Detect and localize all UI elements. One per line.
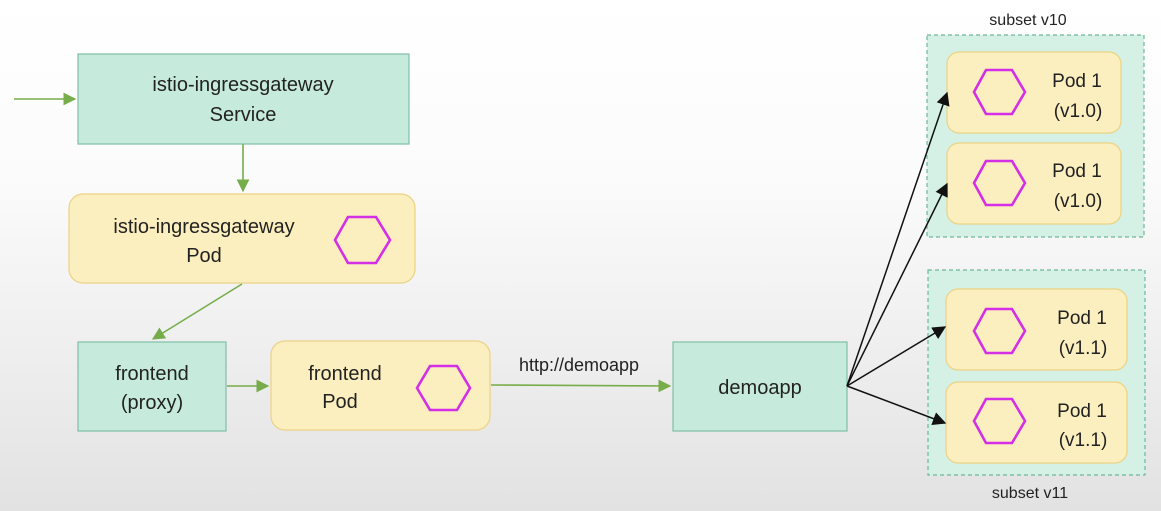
gateway-service-box — [77, 53, 410, 145]
edge-frontend-pod-to-demoapp — [490, 379, 672, 393]
gateway-pod-node: istio-ingressgateway Pod — [68, 193, 416, 284]
gateway-pod-line1: istio-ingressgateway — [113, 216, 294, 238]
pod-v11-1: Pod 1 (v1.1) — [945, 288, 1128, 371]
gateway-service-line1: istio-ingressgateway — [152, 74, 333, 96]
pod-v11-1-version: (v1.1) — [1059, 338, 1108, 359]
pod-v10-2-name: Pod 1 — [1052, 161, 1102, 182]
hexagon-icon — [972, 68, 1027, 116]
demoapp-box — [672, 341, 848, 432]
subset-v10-title: subset v10 — [989, 12, 1066, 29]
frontend-proxy-node: frontend (proxy) — [77, 341, 227, 432]
frontend-proxy-line1: frontend — [115, 363, 188, 385]
pod-v10-2: Pod 1 (v1.0) — [946, 142, 1122, 225]
hexagon-icon — [972, 307, 1027, 355]
pod-v10-1-name: Pod 1 — [1052, 71, 1102, 92]
hexagon-icon — [333, 215, 392, 265]
pod-v10-2-version: (v1.0) — [1054, 191, 1103, 212]
edge-demoapp-to-pod-v10-1 — [846, 91, 950, 387]
demoapp-node: demoapp — [672, 341, 848, 432]
pod-v11-2-name: Pod 1 — [1057, 401, 1107, 422]
gateway-service-node: istio-ingressgateway Service — [77, 53, 410, 145]
hexagon-icon — [972, 159, 1027, 207]
demoapp-label: demoapp — [718, 377, 801, 399]
frontend-proxy-box — [77, 341, 227, 432]
subset-v10-group: subset v10 Pod 1 (v1.0) Pod 1 (v1.0) — [926, 12, 1145, 238]
subset-v11-title: subset v11 — [992, 485, 1068, 502]
pod-v10-1-version: (v1.0) — [1054, 101, 1103, 122]
frontend-pod-line2: Pod — [322, 391, 358, 413]
subset-v11-group: subset v11 Pod 1 (v1.1) Pod 1 (v1.1) — [927, 269, 1146, 502]
edge-demoapp-to-pod-v11-1 — [846, 326, 947, 387]
pod-v11-1-name: Pod 1 — [1057, 308, 1107, 329]
pod-v11-2: Pod 1 (v1.1) — [945, 381, 1128, 464]
hexagon-icon — [972, 397, 1027, 445]
edge-label-http-demoapp: http://demoapp — [519, 355, 639, 375]
gateway-pod-box — [68, 193, 416, 284]
frontend-proxy-line2: (proxy) — [121, 392, 183, 414]
edge-gateway-pod-to-frontend — [151, 283, 243, 340]
gateway-service-line2: Service — [210, 104, 277, 126]
gateway-pod-line2: Pod — [186, 245, 222, 267]
frontend-pod-box — [270, 340, 491, 431]
edge-demoapp-to-pod-v11-2 — [846, 385, 947, 426]
frontend-pod-node: frontend Pod — [270, 340, 491, 431]
pod-v11-2-version: (v1.1) — [1059, 430, 1108, 451]
hexagon-icon — [415, 364, 472, 412]
pod-v10-1: Pod 1 (v1.0) — [946, 51, 1122, 134]
frontend-pod-line1: frontend — [308, 363, 381, 385]
edge-demoapp-to-pod-v10-2 — [846, 182, 948, 387]
